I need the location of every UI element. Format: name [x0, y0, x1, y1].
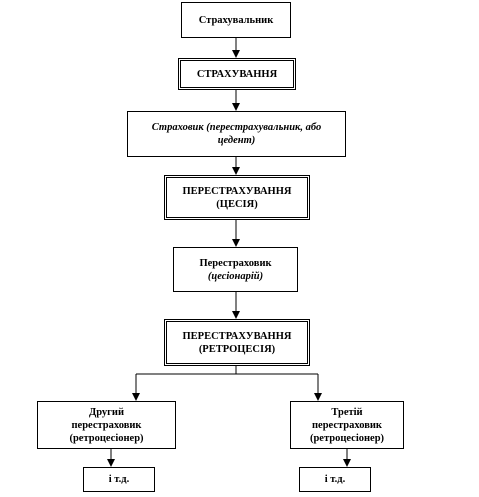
- second-reinsurer-box: Другий перестраховик (ретроцесіонер): [37, 401, 176, 449]
- insurer-label: Страхувальник: [198, 14, 274, 26]
- insurer-box: Страхувальник: [181, 2, 291, 38]
- reinsurer-label-line1: Перестраховик: [199, 257, 272, 269]
- cession-label-line1: ПЕРЕСТРАХУВАННЯ: [182, 185, 292, 197]
- reinsurer-box: Перестраховик (цесіонарій): [173, 247, 298, 292]
- cession-label-line2: (ЦЕСІЯ): [216, 198, 258, 210]
- etc-right-label: і т.д.: [324, 474, 346, 485]
- second-reinsurer-line2: перестраховик: [71, 419, 142, 431]
- retrocession-label-line2: (РЕТРОЦЕСІЯ): [198, 343, 276, 355]
- reinsurance-cession-box: ПЕРЕСТРАХУВАННЯ (ЦЕСІЯ): [164, 175, 310, 220]
- cedent-label-line2: цедент): [217, 135, 256, 146]
- reinsurer-label-line2: (цесіонарій): [207, 270, 264, 282]
- third-reinsurer-line3: (ретроцесіонер): [309, 432, 385, 444]
- insurance-box: СТРАХУВАННЯ: [178, 58, 296, 90]
- reinsurance-retrocession-box: ПЕРЕСТРАХУВАННЯ (РЕТРОЦЕСІЯ): [164, 319, 310, 366]
- etc-left-box: і т.д.: [83, 467, 155, 492]
- retrocession-label-line1: ПЕРЕСТРАХУВАННЯ: [182, 330, 292, 342]
- second-reinsurer-line3: (ретроцесіонер): [69, 432, 144, 444]
- etc-right-box: і т.д.: [299, 467, 371, 492]
- cedent-box: Страховик (перестрахувальник, або цедент…: [127, 111, 346, 157]
- third-reinsurer-line1: Третій: [331, 406, 363, 418]
- cedent-label-line1: Страховик (перестрахувальник, або: [151, 122, 322, 133]
- third-reinsurer-box: Третій перестраховик (ретроцесіонер): [290, 401, 404, 449]
- etc-left-label: і т.д.: [108, 474, 130, 485]
- second-reinsurer-line1: Другий: [88, 406, 125, 418]
- insurance-label: СТРАХУВАННЯ: [196, 68, 278, 80]
- third-reinsurer-line2: перестраховик: [312, 419, 382, 431]
